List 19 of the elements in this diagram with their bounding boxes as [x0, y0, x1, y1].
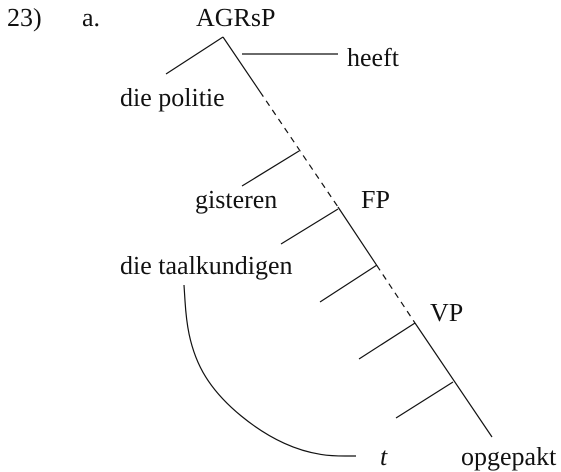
- tree-branch: [242, 53, 338, 55]
- tree-branch: [338, 206, 416, 324]
- tree-label: AGRsP: [196, 4, 276, 37]
- tree-label: VP: [415, 299, 464, 327]
- tree-branch: [222, 36, 338, 208]
- tree-label: heeft: [338, 44, 399, 72]
- tree-branch: [166, 36, 224, 74]
- tree-label: FP: [338, 186, 390, 214]
- tree-label: gisteren: [195, 186, 278, 214]
- example-number: 23): [7, 4, 42, 32]
- tree-label: opgepakt: [461, 437, 556, 471]
- tree-label: die politie: [120, 74, 225, 112]
- movement-curve: [183, 284, 356, 457]
- tree-branch: [414, 322, 492, 438]
- tree-branch: [242, 150, 300, 187]
- tree-label: die taalkundigen: [120, 244, 293, 285]
- tree-branch: [280, 208, 338, 245]
- tree-label: t: [356, 443, 388, 471]
- subexample-letter: a.: [82, 4, 100, 32]
